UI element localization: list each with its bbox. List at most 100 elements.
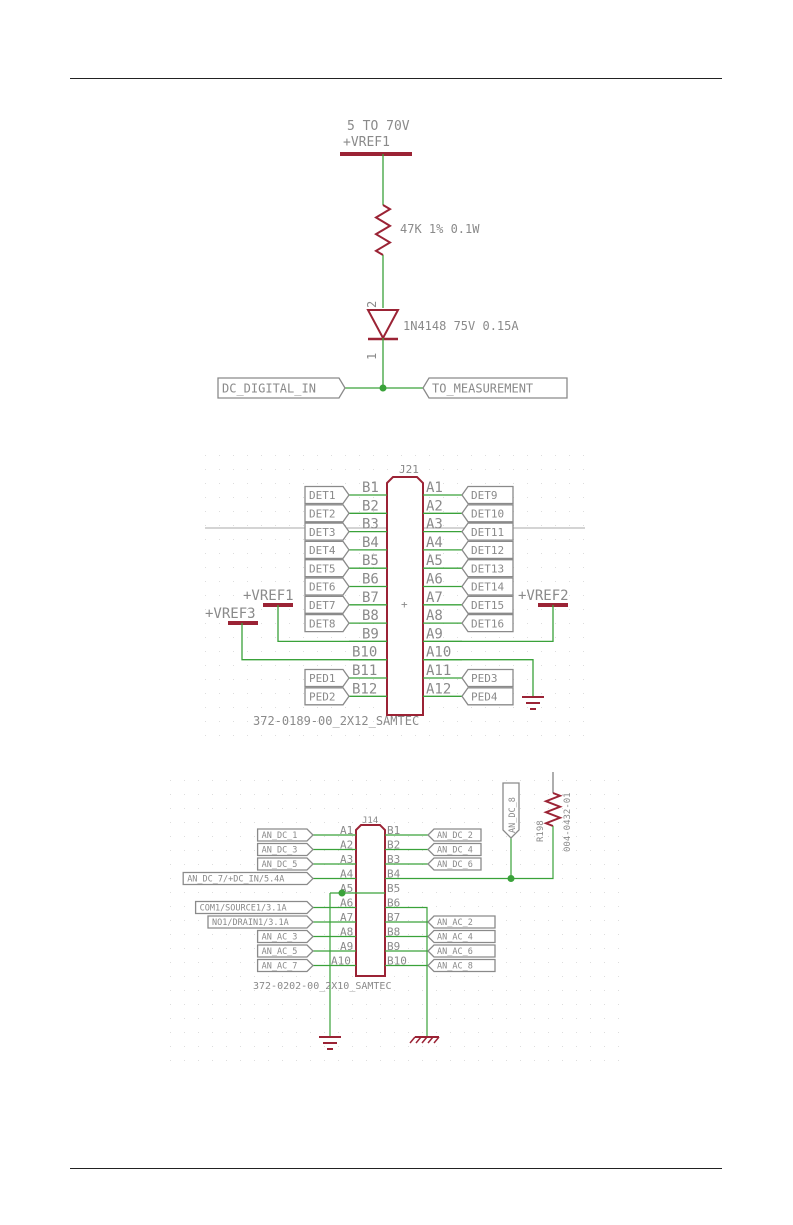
grid-dot	[261, 469, 262, 470]
net-label-ped3-text: PED3	[471, 672, 498, 685]
grid-dot	[205, 497, 206, 498]
grid-dot	[436, 906, 437, 907]
net-label	[427, 929, 496, 944]
grid-dot	[492, 1060, 493, 1061]
net-label-text: AN_AC_5	[262, 947, 298, 957]
grid-dot	[324, 1060, 325, 1061]
net-label-det2	[304, 504, 350, 523]
grid-dot	[359, 735, 360, 736]
grid-dot	[170, 934, 171, 935]
grid-dot	[233, 735, 234, 736]
grid-dot	[380, 822, 381, 823]
chassis-ground-icon	[409, 1036, 416, 1044]
grid-dot	[443, 469, 444, 470]
grid-dot	[303, 455, 304, 456]
grid-dot	[590, 906, 591, 907]
grid-dot	[569, 651, 570, 652]
grid-dot	[604, 1046, 605, 1047]
grid-dot	[506, 1032, 507, 1033]
grid-dot	[352, 808, 353, 809]
grid-dot	[478, 794, 479, 795]
grid-dot	[499, 637, 500, 638]
grid-dot	[618, 948, 619, 949]
grid-dot	[408, 934, 409, 935]
grid-dot	[254, 962, 255, 963]
grid-dot	[541, 679, 542, 680]
grid-dot	[576, 1004, 577, 1005]
grid-dot	[422, 990, 423, 991]
net-label-det15	[461, 595, 514, 614]
grid-dot	[590, 1018, 591, 1019]
center-mark: +	[401, 598, 408, 611]
grid-dot	[254, 780, 255, 781]
grid-dot	[289, 553, 290, 554]
grid-dot	[548, 920, 549, 921]
grid-dot	[436, 808, 437, 809]
grid-dot	[198, 808, 199, 809]
grid-dot	[380, 1060, 381, 1061]
grid-dot	[240, 850, 241, 851]
grid-dot	[555, 693, 556, 694]
grid-dot	[562, 1060, 563, 1061]
net-label-det1-text: DET1	[309, 489, 336, 502]
grid-dot	[604, 1060, 605, 1061]
grid-dot	[436, 1046, 437, 1047]
grid-dot	[457, 693, 458, 694]
grid-dot	[233, 483, 234, 484]
grid-dot	[226, 864, 227, 865]
net-label	[427, 958, 496, 973]
grid-dot	[429, 497, 430, 498]
grid-dot	[310, 1004, 311, 1005]
pin-label: A2	[426, 498, 443, 514]
grid-dot	[254, 794, 255, 795]
grid-dot	[310, 808, 311, 809]
grid-dot	[436, 1060, 437, 1061]
grid-dot	[541, 693, 542, 694]
grid-dot	[443, 707, 444, 708]
net-label	[256, 929, 314, 944]
grid-dot	[506, 906, 507, 907]
net-label	[256, 828, 314, 842]
grid-dot	[359, 497, 360, 498]
grid-dot	[604, 920, 605, 921]
net-label-det12	[461, 540, 514, 560]
grid-dot	[394, 1032, 395, 1033]
grid-dot	[373, 469, 374, 470]
grid-dot	[240, 1004, 241, 1005]
grid-dot	[247, 525, 248, 526]
grid-dot	[303, 693, 304, 694]
grid-dot	[219, 721, 220, 722]
grid-dot	[464, 1060, 465, 1061]
grid-dot	[261, 665, 262, 666]
grid-dot	[226, 1046, 227, 1047]
grid-dot	[457, 679, 458, 680]
grid-dot	[541, 483, 542, 484]
grid-dot	[562, 850, 563, 851]
grid-dot	[541, 707, 542, 708]
grid-dot	[254, 808, 255, 809]
net-label-ped4	[461, 687, 514, 706]
grid-dot	[464, 822, 465, 823]
grid-dot	[268, 990, 269, 991]
grid-dot	[527, 693, 528, 694]
grid-dot	[212, 892, 213, 893]
connector-part-label: 372-0202-00_2X10_SAMTEC	[253, 981, 391, 992]
grid-dot	[366, 822, 367, 823]
grid-dot	[443, 735, 444, 736]
connector-j14-body	[355, 824, 386, 977]
grid-dot	[387, 455, 388, 456]
grid-dot	[373, 539, 374, 540]
grid-dot	[296, 976, 297, 977]
grid-dot	[310, 1018, 311, 1019]
net-label-ped2-text: PED2	[309, 690, 336, 703]
grid-dot	[492, 836, 493, 837]
pin-label: A7	[426, 590, 443, 606]
grid-dot	[520, 906, 521, 907]
pin-label: B11	[352, 663, 377, 679]
grid-dot	[282, 892, 283, 893]
grid-dot	[618, 976, 619, 977]
grid-dot	[394, 1046, 395, 1047]
grid-dot	[604, 850, 605, 851]
grid-dot	[261, 455, 262, 456]
grid-dot	[562, 780, 563, 781]
